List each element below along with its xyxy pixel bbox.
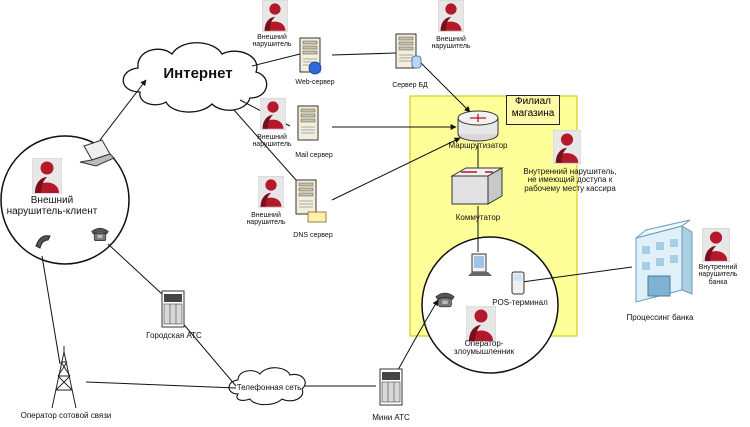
phone-network-cloud [228,367,306,406]
web-server-label: Web-сервер [295,79,335,86]
pos-circle [421,236,559,374]
dns-server-icon [295,179,317,215]
phone-network-label: Телефонная сеть [236,383,302,392]
mobile-phone-icon [35,235,51,249]
bank-processing-label: Процессинг банка [626,313,694,322]
city-pbx-label: Городская АТС [146,331,202,340]
router-label: Маршрутизатор [448,141,508,150]
router-icon [457,110,499,142]
person-icon-operator [466,306,496,342]
city-pbx-icon [161,290,185,328]
person-icon-bank [702,228,730,262]
mini-pbx-label: Мини АТС [372,413,410,422]
db-server-label: Сервер БД [392,82,428,89]
person-icon-client [32,158,62,194]
mini-pbx-icon [379,368,403,406]
bank-intruder-label: Внутренний нарушитель банка [698,264,738,286]
mail-server-label: Mail сервер [295,152,333,159]
person-icon-ext-2 [438,0,464,32]
envelope-icon [307,211,327,223]
dns-server-label: DNS сервер [293,232,333,239]
switch-icon [450,167,504,205]
ext-intruder-1-label: Внешний нарушитель [252,34,292,49]
person-icon-ext-4 [258,176,284,208]
mobile-operator-label: Оператор сотовой связи [20,411,112,420]
pos-terminal-label: POS-терминал [492,298,548,307]
branch-title: Филиал магазина [506,95,560,125]
internal-intruder-label: Внутренний нарушитель, не имеющий доступ… [523,167,617,193]
internet-cloud [122,42,268,113]
workstation-icon [468,253,492,276]
switch-label: Коммутатор [455,213,501,222]
ext-intruder-2-label: Внешний нарушитель [431,36,471,51]
person-icon-ext-1 [262,0,288,32]
external-client-label: Внешний нарушитель-клиент [6,195,98,217]
person-icon-internal [553,130,581,164]
person-icon-ext-3 [260,98,286,130]
globe-icon [308,61,322,75]
ext-intruder-4-label: Внешний нарушитель [246,212,286,227]
operator-label: Оператор-злоумышленник [453,339,515,357]
internet-label: Интернет [163,65,233,82]
database-icon [411,55,422,69]
pos-terminal-icon [511,271,525,295]
laptop-icon [79,139,115,167]
cell-tower-icon [51,346,77,409]
ext-intruder-3-label: Внешний нарушитель [252,134,292,149]
mail-server-icon [297,105,319,141]
connections [41,52,633,389]
bank-building-icon [635,219,693,303]
client-phone-icon [91,227,109,242]
operator-phone-icon [435,292,455,308]
